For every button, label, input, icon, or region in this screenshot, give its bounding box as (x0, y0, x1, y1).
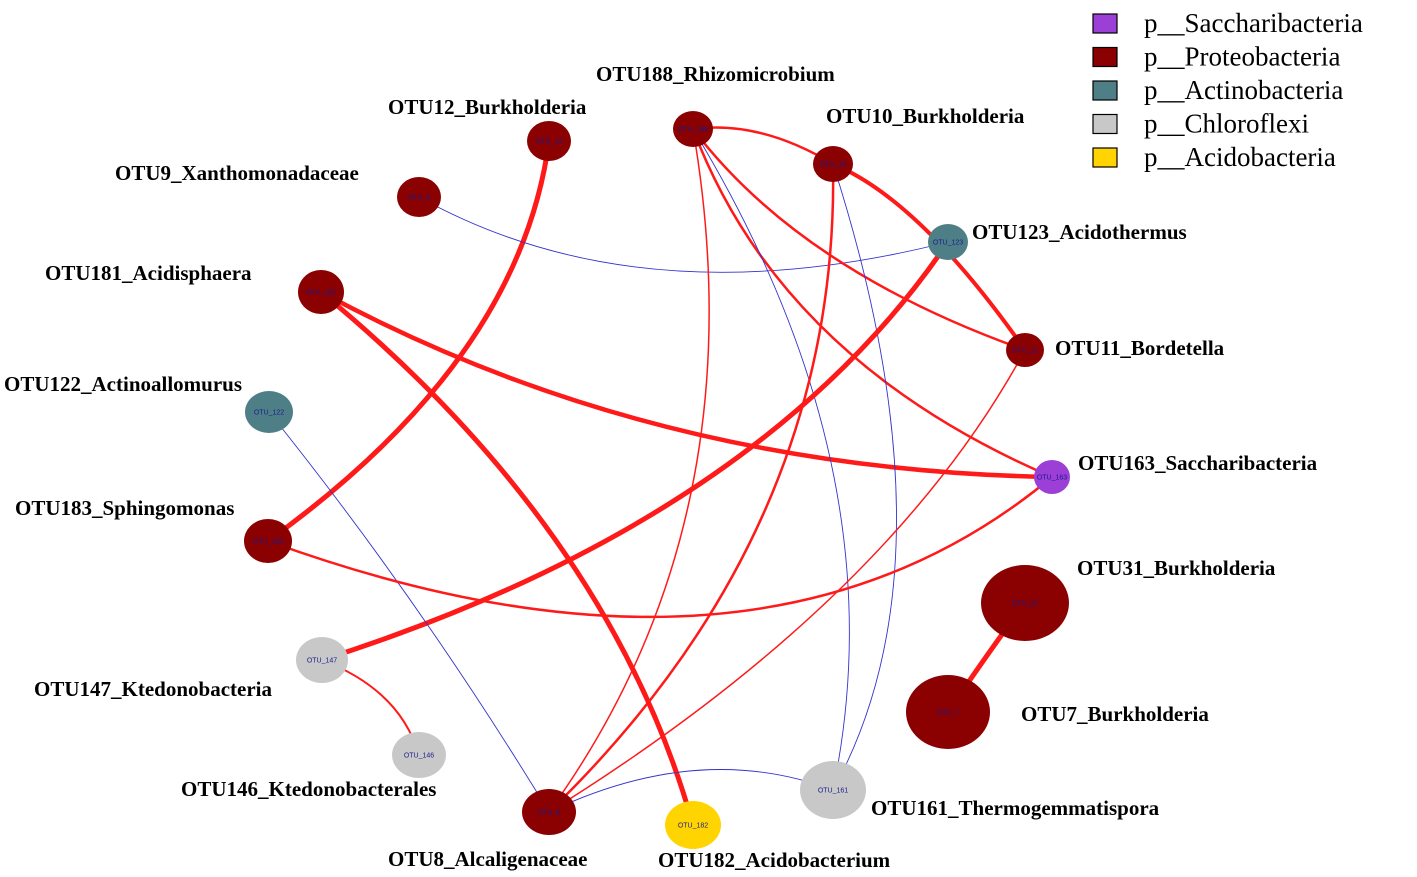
node-inner-label-otu161: OTU_161 (818, 788, 848, 795)
node-otu31[interactable] (981, 565, 1069, 641)
edge-otu188-otu161 (692, 128, 850, 791)
node-otu147[interactable] (296, 637, 348, 683)
node-label-otu181: OTU181_Acidisphaera (45, 261, 252, 285)
node-label-otu123: OTU123_Acidothermus (972, 220, 1187, 244)
legend-swatch-actinobacteria (1092, 80, 1118, 101)
node-otu9[interactable] (397, 177, 441, 217)
node-inner-label-otu147: OTU_147 (307, 658, 337, 665)
node-otu188[interactable] (673, 111, 713, 147)
node-inner-label-otu163: OTU_163 (1037, 475, 1067, 482)
edge-otu183-otu163 (266, 475, 1054, 619)
legend-label-chloroflexi: p__Chloroflexi (1144, 109, 1309, 139)
node-otu146[interactable] (392, 732, 446, 778)
edge-otu188-otu8 (548, 128, 710, 813)
legend-swatch-chloroflexi (1092, 113, 1118, 135)
node-label-otu122: OTU122_Actinoallomurus (4, 372, 242, 396)
node-otu11[interactable] (1006, 333, 1044, 367)
node-label-otu147: OTU147_Ktedonobacteria (34, 677, 272, 701)
node-inner-label-otu11: OTU_11 (1012, 348, 1038, 355)
node-otu183[interactable] (244, 519, 292, 563)
node-label-otu11: OTU11_Bordetella (1055, 336, 1225, 360)
node-inner-label-otu181: OTU_181 (306, 290, 336, 297)
edge-otu10-otu11 (831, 162, 1027, 352)
node-label-otu163: OTU163_Saccharibacteria (1078, 451, 1318, 475)
legend-swatch-acidobacteria (1092, 147, 1118, 168)
edge-otu188-otu163 (691, 127, 1054, 479)
legend: p__Saccharibacteriap__Proteobacteriap__A… (1092, 8, 1363, 172)
node-inner-label-otu10: OTU_10 (820, 162, 847, 169)
node-label-otu161: OTU161_Thermogemmatispora (871, 796, 1160, 820)
edge-otu10-otu161 (832, 163, 897, 791)
node-otu163[interactable] (1034, 460, 1070, 494)
node-label-otu8: OTU8_Alcaligenaceae (388, 847, 587, 871)
legend-swatch-saccharibacteria (1092, 13, 1118, 34)
node-inner-label-otu8: OTU_8 (538, 810, 561, 817)
node-label-otu182: OTU182_Acidobacterium (658, 848, 891, 872)
node-otu12[interactable] (527, 121, 571, 161)
node-inner-label-otu7: OTU_7 (937, 710, 960, 717)
node-inner-label-otu122: OTU_122 (254, 410, 284, 417)
edge-otu8-otu161 (548, 769, 834, 813)
node-inner-label-otu123: OTU_123 (933, 240, 963, 247)
edge-otu10-otu8 (547, 162, 835, 814)
legend-label-actinobacteria: p__Actinobacteria (1144, 75, 1343, 105)
node-inner-label-otu12: OTU_12 (536, 139, 563, 146)
node-inner-label-otu182: OTU_182 (678, 823, 708, 830)
edge-otu9-otu123 (418, 196, 949, 273)
node-otu182[interactable] (665, 801, 721, 849)
node-inner-label-otu146: OTU_146 (404, 753, 434, 760)
node-label-otu188: OTU188_Rhizomicrobium (596, 62, 835, 86)
node-otu8[interactable] (522, 789, 576, 835)
node-inner-label-otu183: OTU_183 (253, 539, 283, 546)
node-otu181[interactable] (298, 270, 344, 314)
node-inner-label-otu31: OTU_31 (1012, 601, 1039, 608)
node-label-otu12: OTU12_Burkholderia (388, 95, 587, 119)
nodes-layer: OTU_12 OTU_188OTU_10OTU_9OTU_123OTU_181OT… (244, 111, 1070, 849)
legend-label-saccharibacteria: p__Saccharibacteria (1144, 8, 1363, 38)
node-label-otu7: OTU7_Burkholderia (1021, 702, 1209, 726)
node-otu123[interactable] (928, 224, 968, 260)
node-otu7[interactable] (906, 675, 990, 749)
node-label-otu9: OTU9_Xanthomonadaceae (115, 161, 359, 185)
legend-label-acidobacteria: p__Acidobacteria (1144, 142, 1336, 172)
legend-label-proteobacteria: p__Proteobacteria (1144, 42, 1340, 72)
node-otu161[interactable] (800, 761, 866, 819)
edge-otu181-otu182 (318, 289, 696, 828)
labels-layer: OTU12_Burkholderia OTU188_RhizomicrobiumO… (4, 62, 1318, 872)
node-label-otu146: OTU146_Ktedonobacterales (181, 777, 436, 801)
edge-otu122-otu8 (268, 411, 550, 813)
edge-otu12-otu183 (265, 138, 552, 544)
edge-otu181-otu163 (318, 289, 1055, 480)
edge-otu188-otu10 (691, 126, 835, 166)
node-inner-label-otu9: OTU_9 (408, 195, 431, 202)
node-label-otu31: OTU31_Burkholderia (1077, 556, 1276, 580)
node-otu122[interactable] (245, 391, 293, 433)
node-otu10[interactable] (813, 146, 853, 182)
node-label-otu183: OTU183_Sphingomonas (15, 496, 234, 520)
edges-layer (265, 126, 1055, 828)
node-inner-label-otu188: OTU_188 (678, 127, 708, 134)
edge-otu123-otu147 (319, 239, 951, 663)
node-label-otu10: OTU10_Burkholderia (826, 104, 1025, 128)
legend-swatch-proteobacteria (1092, 46, 1118, 68)
